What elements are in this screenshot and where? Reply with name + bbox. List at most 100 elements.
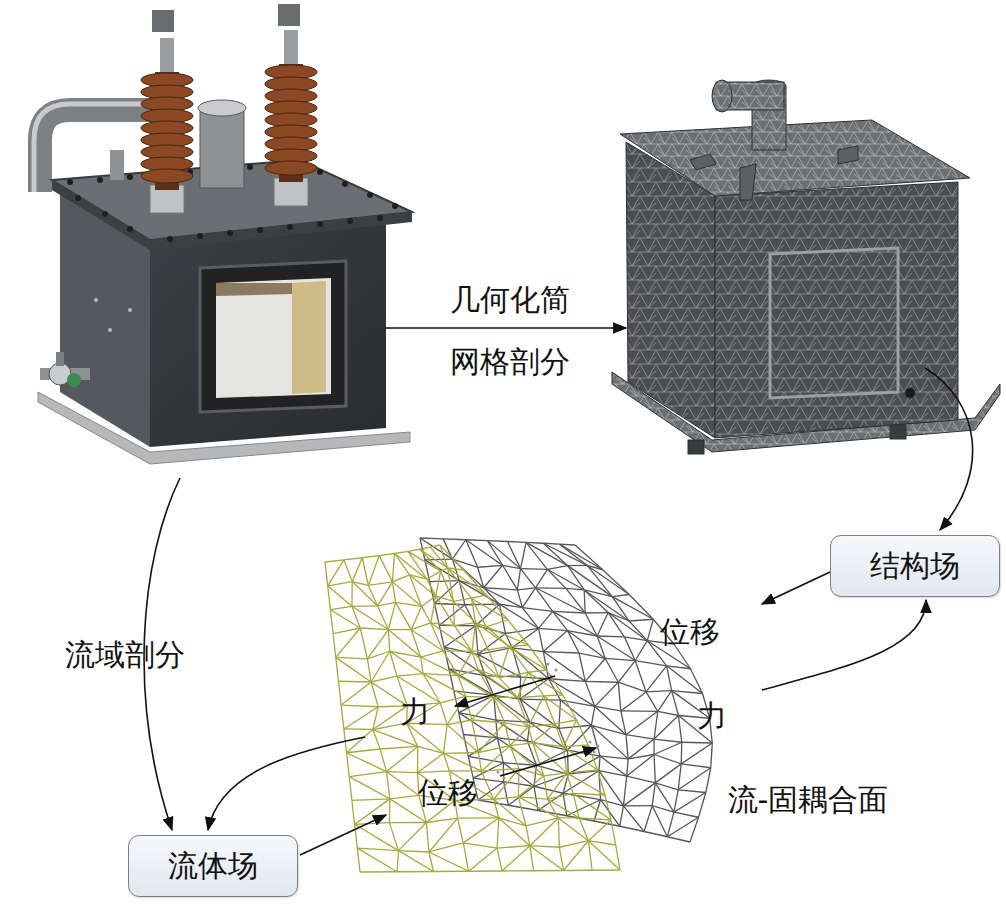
mesh-edge [502,870,534,872]
mesh-edge [652,806,667,837]
mesh-edge [585,658,605,681]
mesh-edge [618,682,621,711]
mesh-edge [567,770,598,773]
mesh-edge [558,818,588,841]
mesh-edge [627,754,654,776]
mesh-edge [336,657,368,658]
mesh-edge [411,606,421,629]
mesh-edge [355,824,399,850]
mesh-edge [454,623,475,626]
mesh-edge [454,626,472,652]
mesh-edge [573,793,605,795]
mesh-edge [478,800,508,805]
mesh-edge [628,739,654,759]
mesh-edge [655,783,674,812]
mesh-edge [627,776,656,783]
mesh-edge [344,707,378,729]
mesh-edge [487,541,520,569]
mesh-edge [408,551,427,579]
mesh-edge [623,806,644,832]
mesh-edge [408,551,441,571]
mesh-edge [355,823,390,825]
mesh-edge [530,818,559,846]
mesh-edge [605,658,635,660]
mesh-edge [436,596,455,626]
mesh-edge [341,705,378,707]
mesh-edge [484,588,523,608]
mesh-edge [536,588,553,612]
mesh-edge [629,619,653,621]
mesh-edge [629,595,653,620]
mesh-edge [528,645,546,670]
mesh-edge [352,582,377,606]
mesh-edge [520,568,547,570]
mesh-edge [330,606,352,609]
mesh-edge [368,556,379,586]
mesh-edge [478,565,503,567]
mesh-edge [472,650,489,651]
mesh-edge [425,560,459,581]
mesh-edge [605,658,618,682]
mesh-edge [454,691,459,713]
mesh-edge [563,870,592,872]
mesh-edge [499,604,505,633]
insulator [265,4,317,206]
mesh-edge [655,764,681,783]
mesh-edge [430,545,440,547]
mesh-edge [386,772,389,799]
mesh-edge [447,696,466,724]
mesh-edge [499,818,530,846]
mesh-edge [526,542,547,569]
mesh-edge [612,597,653,620]
mesh-edge [458,676,494,698]
mesh-edge [440,545,463,570]
mesh-edge [584,590,608,613]
mesh-edge [336,657,339,681]
mesh-edge [386,771,417,773]
mesh-edge [621,710,658,712]
mesh-edge [543,543,587,565]
mesh-edge [588,841,620,870]
mesh-edge [396,602,412,629]
mesh-edge [378,582,393,606]
mesh-edge [336,657,371,682]
mesh-edge [509,647,528,673]
mesh-edge [386,746,417,771]
mesh-edge [626,735,654,739]
mesh-edge [588,841,592,871]
mesh-edge [618,661,635,683]
quantity-label: 力 [400,692,430,733]
mesh-edge [595,682,619,706]
mesh-edge [499,647,509,678]
mesh-edge [421,651,443,657]
mesh-edge [486,627,528,645]
mesh-edge [330,610,360,628]
mesh-edge [595,706,626,734]
mesh-edge [487,541,502,566]
mesh-edge [357,848,360,872]
mesh-edge [558,818,560,847]
mesh-edge [559,847,563,870]
mesh-edge [579,818,611,820]
mesh-edge [398,851,433,872]
mesh-edge [654,739,682,742]
mesh-edge [678,764,681,790]
mesh-edge [357,848,397,872]
mesh-edge [360,628,388,630]
mesh-edge [486,620,508,627]
mesh-edge [408,549,420,551]
mesh-edge [494,697,529,727]
mesh-edge [463,818,498,843]
mesh-edge [449,770,481,771]
mesh-edge [443,650,472,652]
mesh-edge [471,598,475,622]
mesh-edge [517,588,535,590]
mesh-edge [484,588,518,590]
mesh-edge [592,869,620,871]
mesh-edge [536,587,566,589]
mesh-edge [563,695,577,720]
mesh-edge [517,569,520,590]
mesh-edge [518,797,558,818]
mesh-edge [325,560,344,562]
mesh-edge [534,870,564,872]
